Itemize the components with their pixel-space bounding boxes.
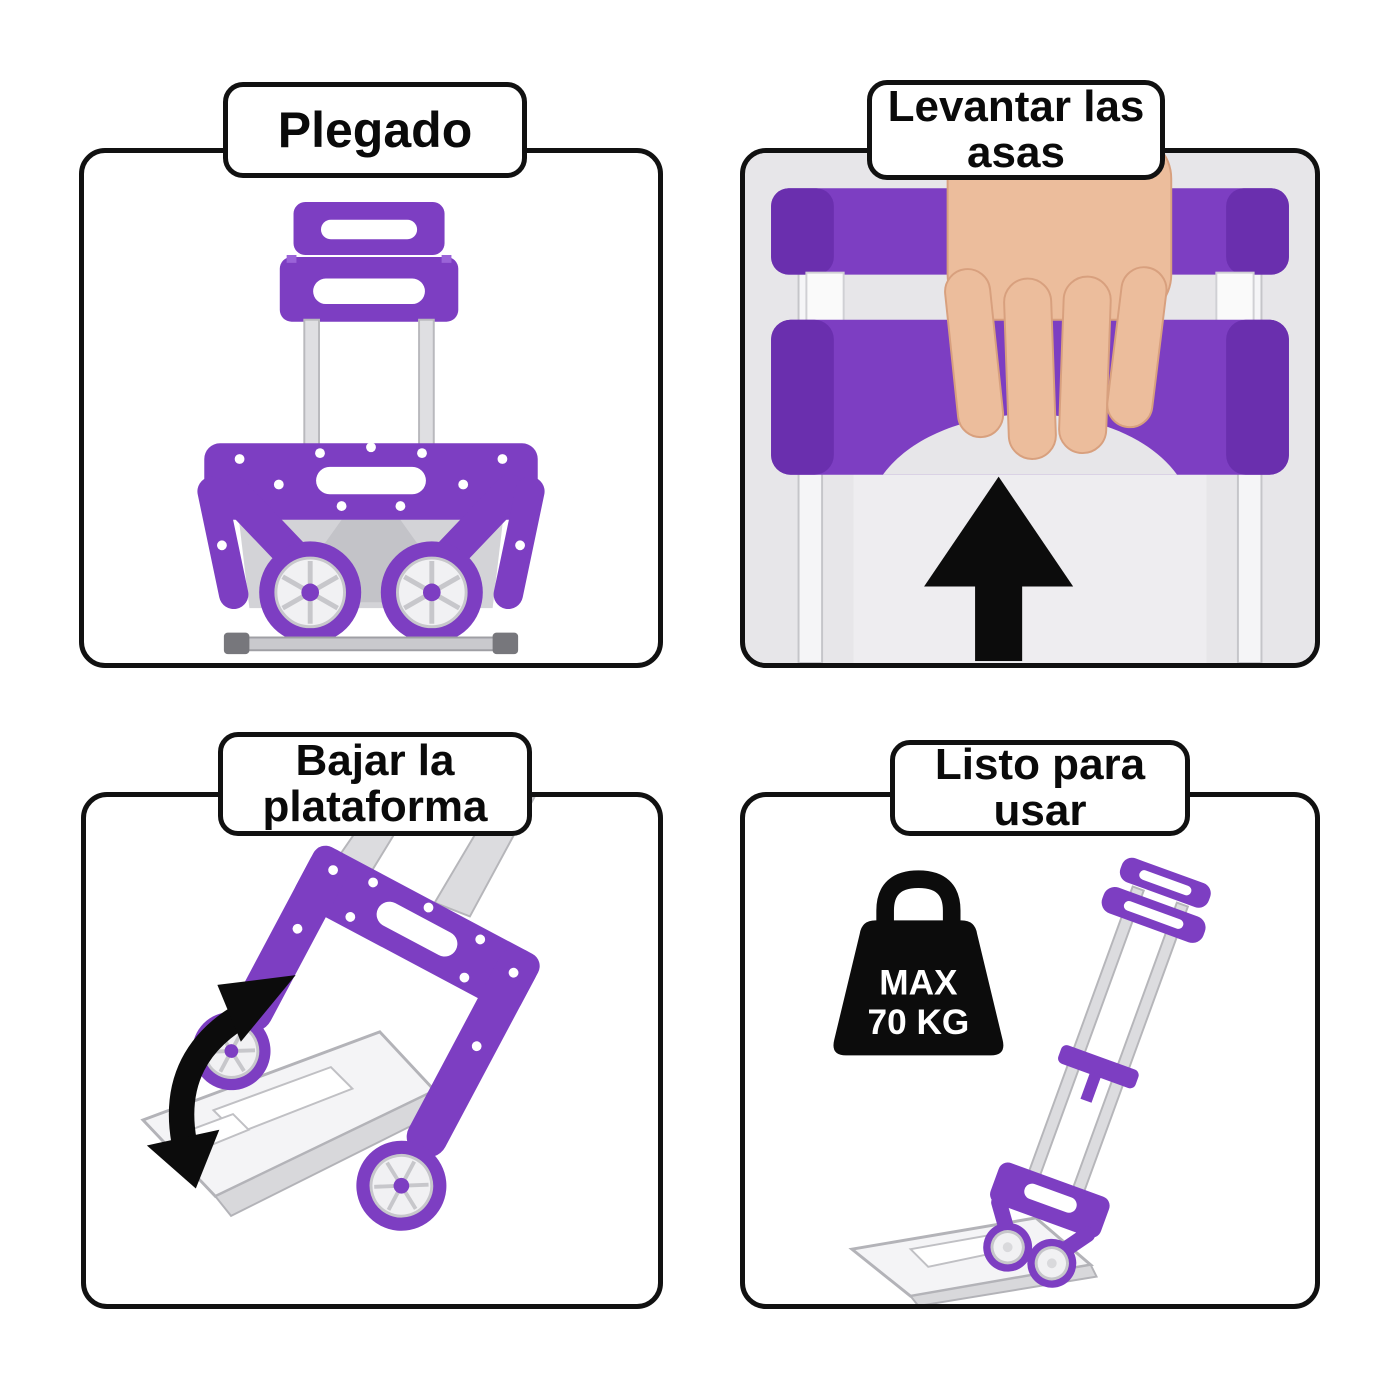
folded-trolley-handles: [279, 202, 459, 322]
panel-folded: [79, 148, 663, 668]
folded-trolley-base: [223, 632, 519, 655]
lower-platform-illustration: [140, 797, 540, 1231]
weight-max-load-icon: MAX 70 KG: [833, 870, 1004, 1056]
step-label-line1: Listo para: [934, 740, 1146, 790]
step-label-ready-to-use: Listo para usar: [890, 740, 1190, 836]
step-label-line1: Levantar las: [887, 82, 1145, 132]
step-label-line1: Bajar la: [295, 736, 455, 786]
rotate-arrow-icon: [146, 975, 296, 1189]
folded-trolley-wheels: [259, 541, 483, 644]
screws: [217, 442, 525, 551]
panel-lift-handles: [740, 148, 1320, 668]
hand-lifting-handles-photo: [745, 153, 1315, 663]
hand: [944, 153, 1173, 460]
max-label: MAX: [879, 964, 958, 1003]
wheel-right: [1027, 1238, 1077, 1288]
step-label-lower-platform: Bajar la plataforma: [218, 732, 532, 836]
step-label-text: Plegado: [277, 102, 473, 158]
folded-trolley-illustration: [197, 202, 545, 655]
extended-trolley: [983, 857, 1211, 1288]
wheel-right: [356, 1140, 447, 1231]
panel-lower-platform: [81, 792, 663, 1309]
screws: [292, 865, 519, 1052]
step-label-folded: Plegado: [223, 82, 527, 178]
up-arrow-icon: [924, 476, 1074, 662]
max-weight-value: 70 KG: [868, 1003, 970, 1042]
step-label-lift-handles: Levantar las asas: [867, 80, 1165, 180]
wheel-left: [983, 1222, 1033, 1272]
step-label-line2: usar: [993, 786, 1087, 835]
ready-to-use-illustration: MAX 70 KG: [833, 857, 1211, 1304]
step-label-line2: plataforma: [262, 782, 488, 831]
folded-trolley-poles: [303, 318, 435, 455]
step-label-line2: asas: [967, 128, 1065, 177]
panel-ready-to-use: MAX 70 KG: [740, 792, 1320, 1309]
